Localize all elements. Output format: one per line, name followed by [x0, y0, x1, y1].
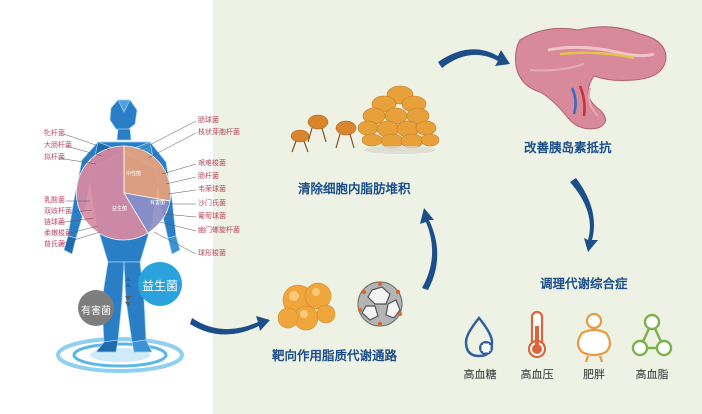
- beneficial-label-5: 韦荣球菌: [198, 185, 226, 193]
- left-connectors: [57, 133, 111, 246]
- beneficial-label-3: 艰难梭菌: [198, 159, 226, 167]
- arrow-target-to-clear: [420, 208, 438, 290]
- base-ring-outer: [56, 337, 184, 373]
- badge-arrow-up-2: [125, 277, 131, 281]
- arrow-insulin-to-metabolic: [570, 178, 598, 252]
- beneficial-label-7: 葡萄球菌: [198, 212, 226, 220]
- walking-fat-cells: [290, 114, 357, 153]
- lipid-molecule-icon: [631, 313, 673, 357]
- badge-arrow-down-1: [125, 296, 131, 300]
- pie-label-top: 中性菌: [126, 171, 142, 177]
- harmful-badge-circle: [78, 290, 114, 326]
- harmful-label-4: 乳酸菌: [44, 196, 65, 204]
- beneficial-badge-label: 益生菌: [141, 279, 178, 293]
- harmful-label-5: 双歧杆菌: [44, 207, 72, 215]
- condition-label-obesity: 肥胖: [583, 368, 605, 381]
- beneficial-label-1: 肠球菌: [198, 116, 219, 124]
- beneficial-label-8: 幽门螺旋杆菌: [198, 226, 240, 234]
- target-pathway-cells: [277, 282, 336, 331]
- pie-label-left: 益生菌: [112, 206, 128, 212]
- blood-drop-plus-icon: [464, 316, 494, 358]
- step-insulin-label: 改善胰岛素抵抗: [524, 140, 612, 155]
- step-target-pathway-label: 靶向作用脂质代谢通路: [272, 348, 398, 363]
- harmful-label-8: 普氏菌: [44, 240, 65, 248]
- condition-label-hyperglycemia: 高血糖: [463, 368, 497, 381]
- beneficial-badge-circle: [138, 262, 182, 306]
- pancreas-illustration: [515, 26, 667, 130]
- right-connectors: [139, 120, 197, 255]
- arrow-body-to-target: [190, 316, 270, 335]
- beneficial-label-2: 枝状芽胞杆菌: [198, 128, 240, 136]
- base-ring-inner: [72, 342, 168, 368]
- fat-cell-cluster: [357, 85, 440, 154]
- arrow-clear-to-insulin: [438, 49, 510, 68]
- obese-body-icon: [576, 312, 612, 363]
- harmful-label-2: 大肠杆菌: [44, 141, 72, 149]
- thermometer-icon: [527, 310, 547, 359]
- beneficial-label-9: 球形梭菌: [198, 249, 226, 257]
- badge-arrow-down-2: [125, 302, 131, 306]
- harmful-label-3: 拟杆菌: [44, 153, 65, 161]
- condition-label-hyperlipidemia: 高血脂: [635, 368, 669, 381]
- harmful-label-1: 牝杆菌: [44, 129, 65, 137]
- harmful-badge-label: 有害菌: [81, 306, 111, 317]
- flow-arrows: [190, 49, 598, 335]
- pie-label-right: 有害菌: [150, 200, 166, 206]
- beneficial-label-4: 肠杆菌: [198, 172, 219, 180]
- molecular-cage: [357, 281, 403, 327]
- step-clear-fat-label: 清除细胞内脂肪堆积: [298, 181, 411, 196]
- condition-label-hypertension: 高血压: [520, 368, 554, 381]
- badge-arrow-up-1: [125, 283, 131, 287]
- beneficial-label-6: 沙门氏菌: [198, 199, 226, 207]
- bacteria-pie: [75, 145, 172, 241]
- step-metabolic-label: 调理代谢综合症: [540, 276, 628, 291]
- harmful-label-6: 链球菌: [44, 218, 65, 226]
- harmful-label-7: 柔嫩梭菌: [44, 229, 72, 237]
